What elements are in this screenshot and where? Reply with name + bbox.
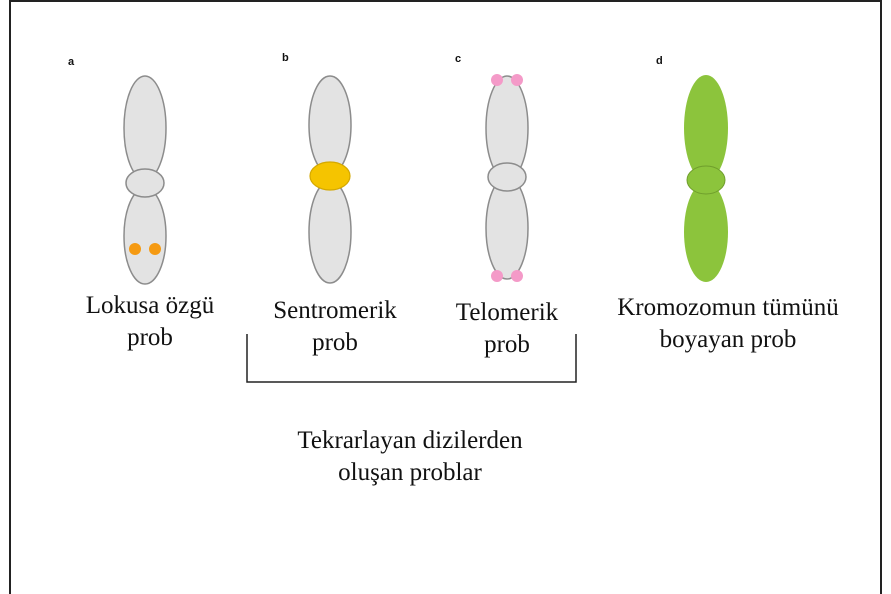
caption-locus-specific-line2: prob — [60, 322, 240, 354]
chromosome-b-p-arm — [309, 76, 351, 174]
caption-whole-chromosome-line2: boyayan prob — [588, 324, 868, 356]
caption-whole-chromosome-line1: Kromozomun tümünü — [588, 292, 868, 324]
chromosome-c — [486, 74, 528, 282]
chromosome-a — [124, 76, 166, 284]
caption-repetitive-probes-line2: oluşan problar — [250, 457, 570, 489]
telomeric-probe-signal-top-right — [511, 74, 523, 86]
chromosome-b — [309, 76, 351, 283]
telomeric-probe-signal-bottom-right — [511, 270, 523, 282]
chromosome-c-centromere — [488, 163, 526, 191]
chromosome-d — [684, 75, 728, 282]
caption-centromeric: Sentromerik prob — [250, 295, 420, 359]
locus-probe-signal-left — [129, 243, 141, 255]
caption-telomeric-line2: prob — [432, 329, 582, 361]
chromosome-b-q-arm — [309, 181, 351, 283]
chromosome-d-centromere — [687, 166, 725, 194]
panel-letter-d: d — [656, 55, 663, 67]
caption-whole-chromosome: Kromozomun tümünü boyayan prob — [588, 292, 868, 356]
chromosome-d-p-arm — [684, 75, 728, 181]
caption-repetitive-probes-line1: Tekrarlayan dizilerden — [250, 425, 570, 457]
caption-locus-specific: Lokusa özgü prob — [60, 290, 240, 354]
telomeric-probe-signal-top-left — [491, 74, 503, 86]
chromosome-c-q-arm — [486, 177, 528, 279]
caption-centromeric-line1: Sentromerik — [250, 295, 420, 327]
caption-locus-specific-line1: Lokusa özgü — [60, 290, 240, 322]
panel-letter-c: c — [455, 53, 461, 65]
caption-centromeric-line2: prob — [250, 327, 420, 359]
caption-telomeric-line1: Telomerik — [432, 297, 582, 329]
chromosome-a-p-arm — [124, 76, 166, 180]
caption-telomeric: Telomerik prob — [432, 297, 582, 361]
telomeric-probe-signal-bottom-left — [491, 270, 503, 282]
chromosome-a-q-arm — [124, 188, 166, 284]
centromeric-probe-signal — [310, 162, 350, 190]
locus-probe-signal-right — [149, 243, 161, 255]
chromosome-a-centromere — [126, 169, 164, 197]
panel-letter-a: a — [68, 56, 74, 68]
chromosome-d-q-arm — [684, 182, 728, 282]
panel-letter-b: b — [282, 52, 289, 64]
caption-repetitive-probes: Tekrarlayan dizilerden oluşan problar — [250, 425, 570, 489]
